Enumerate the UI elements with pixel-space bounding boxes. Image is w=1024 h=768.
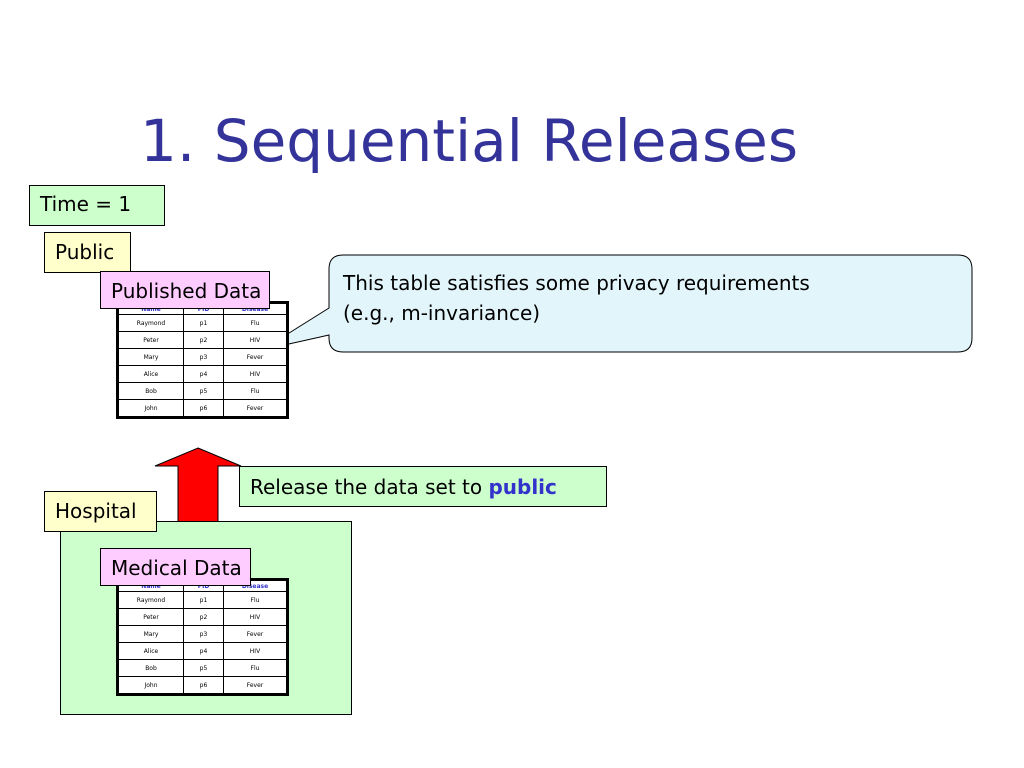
cell-name: Alice — [117, 642, 184, 660]
cell-name: Raymond — [117, 591, 184, 609]
cell-pid: p2 — [183, 608, 224, 626]
cell-disease: HIV — [223, 642, 288, 660]
cell-disease: Flu — [223, 659, 288, 677]
cell-pid: p6 — [183, 676, 224, 695]
cell-pid: p6 — [183, 399, 224, 418]
release-note: Release the data set to public — [239, 466, 607, 507]
cell-disease: Fever — [223, 625, 288, 643]
release-arrow-icon — [154, 447, 242, 525]
release-highlight: public — [488, 475, 557, 499]
medical-data-label: Medical Data — [100, 548, 251, 586]
slide-title: 1. Sequential Releases — [140, 107, 799, 175]
callout-line-2: (e.g., m-invariance) — [343, 301, 541, 325]
callout-line-1: This table satisfies some privacy requir… — [343, 271, 810, 295]
cell-pid: p2 — [183, 331, 224, 349]
cell-pid: p5 — [183, 659, 224, 677]
cell-pid: p4 — [183, 365, 224, 383]
cell-name: Peter — [117, 331, 184, 349]
cell-disease: Fever — [223, 676, 288, 695]
cell-disease: HIV — [223, 365, 288, 383]
time-label: Time = 1 — [29, 185, 165, 226]
cell-pid: p1 — [183, 591, 224, 609]
cell-disease: Flu — [223, 314, 288, 332]
cell-name: Bob — [117, 382, 184, 400]
cell-name: Peter — [117, 608, 184, 626]
hospital-label: Hospital — [44, 491, 157, 532]
public-label: Public — [44, 232, 131, 273]
published-data-label: Published Data — [100, 271, 270, 309]
cell-name: Bob — [117, 659, 184, 677]
cell-pid: p1 — [183, 314, 224, 332]
cell-pid: p5 — [183, 382, 224, 400]
cell-name: John — [117, 676, 184, 695]
release-text: Release the data set to — [250, 475, 489, 499]
cell-disease: HIV — [223, 608, 288, 626]
callout-text: This table satisfies some privacy requir… — [343, 268, 810, 328]
cell-pid: p3 — [183, 348, 224, 366]
cell-disease: Fever — [223, 348, 288, 366]
cell-name: Alice — [117, 365, 184, 383]
cell-name: Mary — [117, 625, 184, 643]
cell-name: Mary — [117, 348, 184, 366]
cell-name: John — [117, 399, 184, 418]
cell-name: Raymond — [117, 314, 184, 332]
cell-pid: p4 — [183, 642, 224, 660]
cell-disease: Flu — [223, 382, 288, 400]
cell-disease: Fever — [223, 399, 288, 418]
cell-disease: Flu — [223, 591, 288, 609]
cell-disease: HIV — [223, 331, 288, 349]
cell-pid: p3 — [183, 625, 224, 643]
